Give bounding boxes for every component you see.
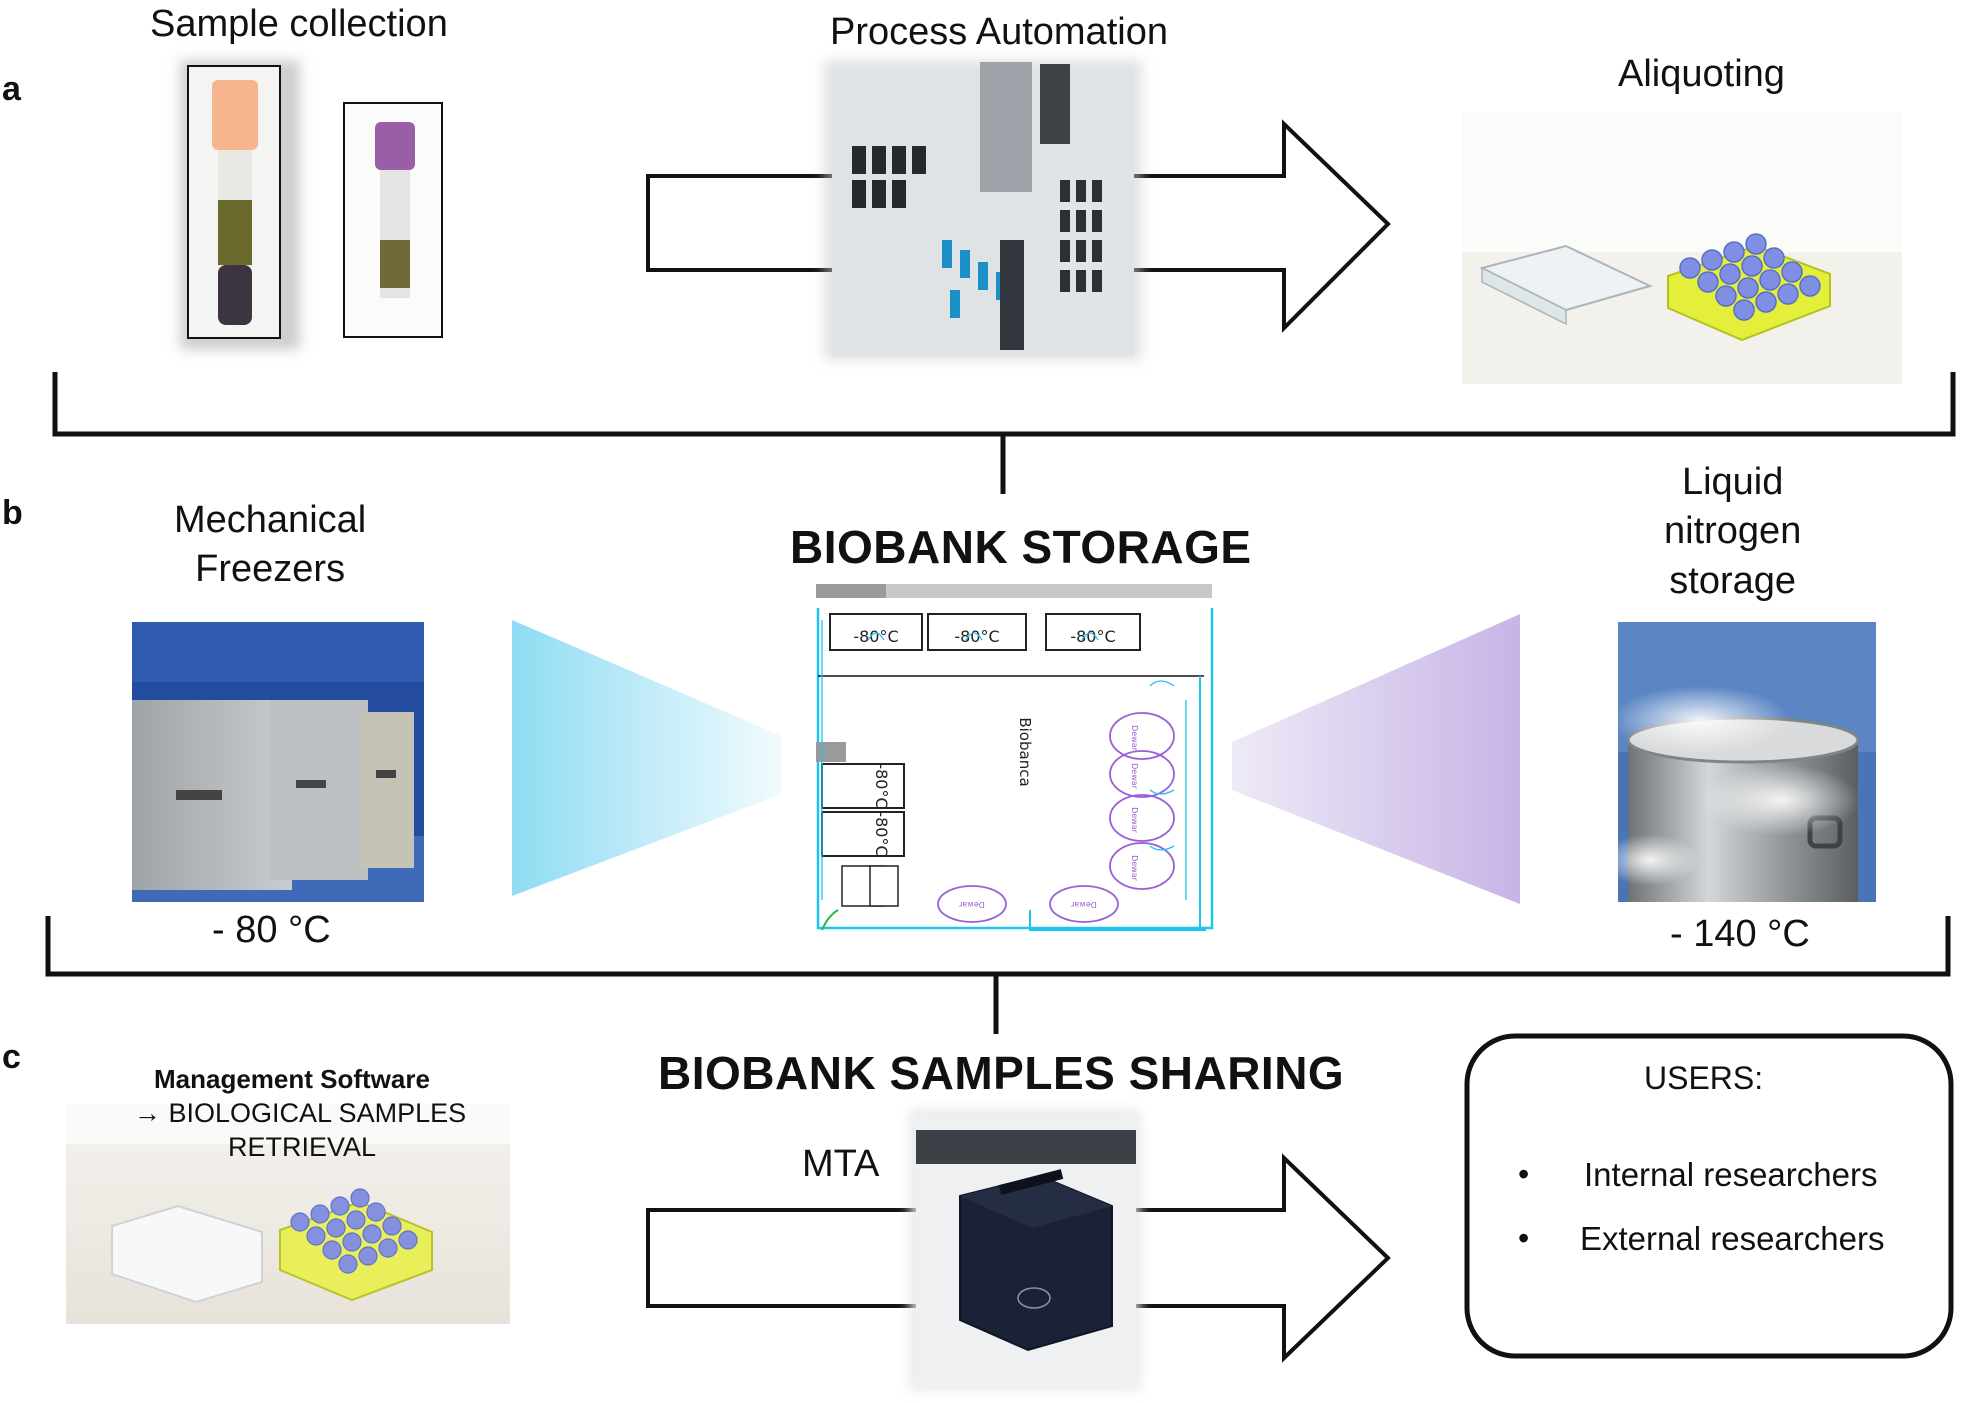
blood-tube-purple-photo xyxy=(343,102,443,338)
users-item-internal: Internal researchers xyxy=(1584,1156,1878,1193)
cooler-bag-photo xyxy=(910,1110,1140,1390)
floorplan-dewar-1: Dewar xyxy=(1130,725,1139,752)
liquid-nitrogen-line-1: Liquid xyxy=(1681,461,1784,503)
nitrogen-temperature: - 140 °C xyxy=(1670,913,1810,955)
beam-right xyxy=(1232,614,1520,904)
aliquot-rack-photo xyxy=(1462,112,1902,384)
beam-left xyxy=(512,620,782,896)
floorplan-dewar-5: Dewar xyxy=(958,900,985,909)
users-item-external: External researchers xyxy=(1580,1220,1885,1257)
floorplan-dewar-6: Dewar xyxy=(1070,900,1097,909)
retrieval-line-1: → BIOLOGICAL SAMPLES xyxy=(134,1098,467,1128)
floorplan-unit-4: -80°C xyxy=(872,763,891,808)
liquid-nitrogen-line-2: nitrogen xyxy=(1664,510,1802,553)
nitrogen-dewar-photo xyxy=(1600,622,1876,902)
mta-label: MTA xyxy=(802,1143,880,1185)
panel-b: -80°C -80°C -80°C -80°C -80°C Biobanca D… xyxy=(45,584,1951,1034)
mechanical-freezers-line-2: Freezers xyxy=(195,548,346,591)
sample-collection-label: Sample collection xyxy=(150,3,448,45)
panel-letter-a: a xyxy=(2,70,21,108)
users-box xyxy=(1464,1033,1954,1359)
biobank-storage-title: BIOBANK STORAGE xyxy=(790,521,1252,573)
retrieval-line-2: RETRIEVAL xyxy=(228,1132,377,1162)
process-automation-label: Process Automation xyxy=(830,11,1168,53)
panel-letter-c: c xyxy=(2,1038,21,1076)
bracket-a xyxy=(52,372,1956,494)
liquid-nitrogen-label: Liquid nitrogen storage xyxy=(1664,458,1801,606)
users-bullet-2: • xyxy=(1518,1220,1530,1256)
floorplan-room-name: Biobanca xyxy=(1016,717,1034,786)
retrieval-rack-photo xyxy=(66,1104,510,1324)
floorplan-unit-2: -80°C xyxy=(954,627,999,646)
panel-c xyxy=(66,1033,1954,1390)
floorplan-unit-3: -80°C xyxy=(1070,627,1115,646)
floorplan-dewar-3: Dewar xyxy=(1130,807,1139,834)
mechanical-freezers-label: Mechanical Freezers xyxy=(174,496,366,595)
biobank-floorplan: -80°C -80°C -80°C -80°C -80°C Biobanca D… xyxy=(816,584,1214,931)
automation-robot-photo xyxy=(824,60,1142,360)
freezer-temperature: - 80 °C xyxy=(212,909,331,951)
panel-letter-b: b xyxy=(2,494,23,532)
freezers-photo xyxy=(132,622,424,902)
panel-a xyxy=(52,60,1956,494)
liquid-nitrogen-line-3: storage xyxy=(1669,559,1797,602)
blood-tube-orange-photo xyxy=(180,60,300,350)
floorplan-dewar-4: Dewar xyxy=(1130,855,1139,882)
floorplan-dewar-2: Dewar xyxy=(1130,763,1139,790)
floorplan-unit-1: -80°C xyxy=(853,627,898,646)
users-title: USERS: xyxy=(1644,1060,1764,1096)
biobank-sharing-title: BIOBANK SAMPLES SHARING xyxy=(658,1047,1345,1099)
management-software-label: Management Software xyxy=(154,1064,430,1094)
bracket-b xyxy=(45,916,1951,1034)
floorplan-unit-5: -80°C xyxy=(872,811,891,856)
users-bullet-1: • xyxy=(1518,1156,1530,1192)
mechanical-freezers-line-1: Mechanical xyxy=(174,499,367,541)
aliquoting-label: Aliquoting xyxy=(1618,53,1785,95)
